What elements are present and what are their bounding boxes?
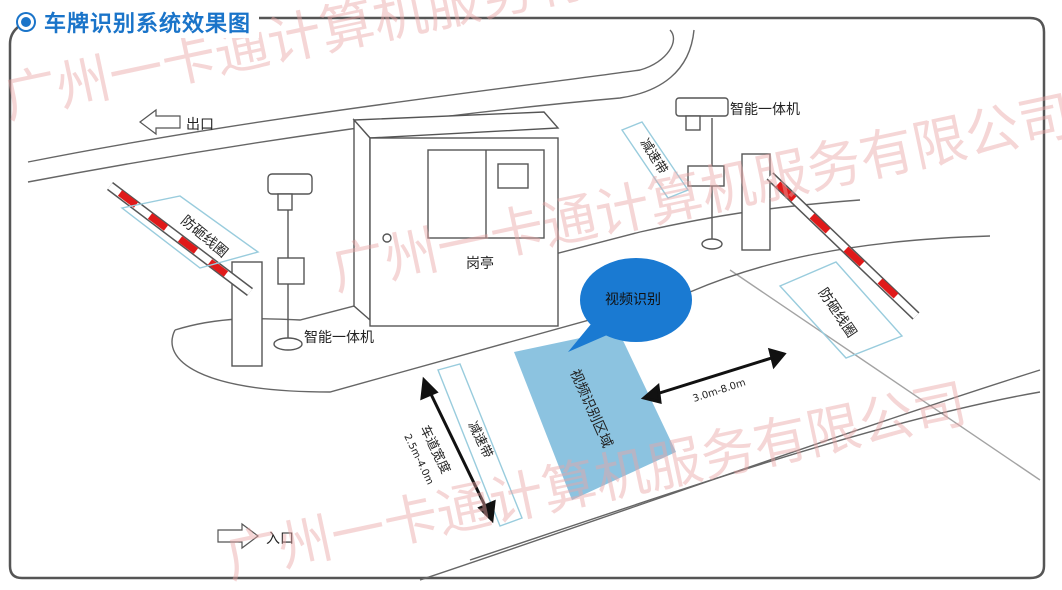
exit-label: 出口 bbox=[186, 117, 214, 133]
road-outline bbox=[27, 29, 1041, 581]
bullet-icon bbox=[18, 14, 34, 30]
lane-width-arrow bbox=[420, 376, 496, 524]
loop-right bbox=[778, 261, 904, 359]
camera-left bbox=[267, 173, 313, 351]
camera-left-label: 智能一体机 bbox=[304, 330, 374, 346]
entrance-arrow-icon bbox=[217, 522, 259, 550]
page-title: 车牌识别系统效果图 bbox=[44, 12, 252, 37]
speed-bump-bottom bbox=[437, 363, 523, 527]
video-recognition-label: 视频识别 bbox=[605, 292, 661, 308]
loop-left bbox=[120, 195, 260, 269]
video-bubble bbox=[568, 258, 692, 352]
distance-arrow bbox=[640, 347, 787, 404]
booth-label: 岗亭 bbox=[466, 255, 494, 272]
speed-bump-top bbox=[620, 121, 690, 199]
camera-top-label: 智能一体机 bbox=[730, 102, 800, 118]
exit-arrow-icon bbox=[139, 108, 181, 136]
title-bar: 车牌识别系统效果图 bbox=[18, 6, 260, 38]
barrier-left bbox=[106, 182, 263, 367]
camera-right bbox=[675, 97, 729, 250]
recognition-zone bbox=[514, 330, 676, 500]
booth bbox=[352, 111, 560, 327]
frame-border bbox=[8, 16, 1046, 580]
barrier-right bbox=[741, 153, 920, 320]
entrance-label: 入口 bbox=[266, 531, 294, 547]
